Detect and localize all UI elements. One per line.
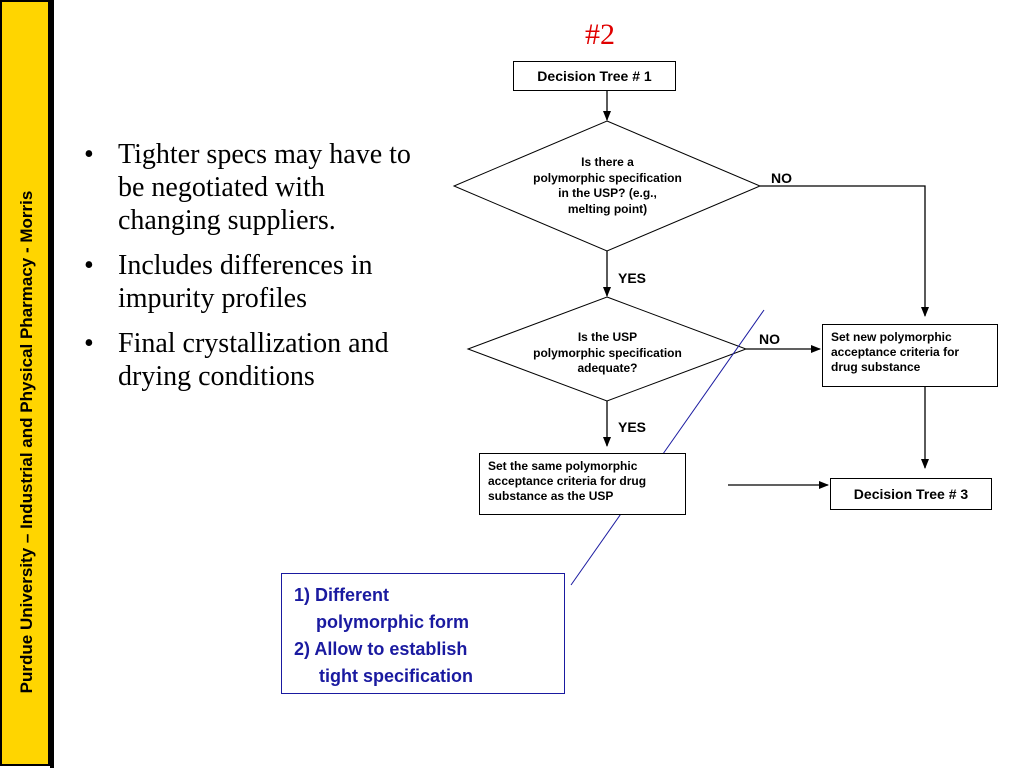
arrow-decision1-no xyxy=(760,185,929,317)
decision2-text: Is the USP polymorphic specification ade… xyxy=(505,330,710,377)
bullet-list: • Tighter specs may have to be negotiated… xyxy=(78,138,428,405)
start-box: Decision Tree # 1 xyxy=(513,61,676,91)
bullet-item: • Final crystallization and drying condit… xyxy=(78,327,428,393)
decision2-line: adequate? xyxy=(577,361,638,375)
decision1-line: polymorphic specification xyxy=(533,170,682,185)
bullet-dot: • xyxy=(84,139,94,170)
start-label: Decision Tree # 1 xyxy=(537,68,652,84)
note-line: 1) Different xyxy=(294,585,390,605)
no-label-2: NO xyxy=(759,331,780,347)
yes-label-1: YES xyxy=(618,270,647,286)
bullet-item: • Includes differences in impurity profil… xyxy=(78,249,428,315)
sidebar-band: Purdue University – Industrial and Physi… xyxy=(0,0,50,766)
callout-line xyxy=(570,309,765,586)
yes-label-2: YES xyxy=(618,419,647,435)
sidebar-rule xyxy=(50,0,54,768)
decision1-line: in the USP? (e.g., xyxy=(558,186,657,200)
set-new-label: Set new polymorphic acceptance criteria … xyxy=(831,330,960,374)
bullet-text: Tighter specs may have to be negotiated … xyxy=(118,139,411,236)
decision2-line: Is the USP xyxy=(577,330,638,344)
end-label: Decision Tree # 3 xyxy=(853,486,969,502)
set-same-label: Set the same polymorphic acceptance crit… xyxy=(488,459,647,503)
bullet-text: Includes differences in impurity profile… xyxy=(118,250,373,314)
decision1-line: Is there a xyxy=(581,155,634,169)
set-same-box: Set the same polymorphic acceptance crit… xyxy=(479,453,686,515)
note-line: polymorphic form xyxy=(316,612,470,632)
bullet-dot: • xyxy=(84,328,94,359)
decision2-line: polymorphic specification xyxy=(533,345,682,360)
bullet-item: • Tighter specs may have to be negotiated… xyxy=(78,138,428,237)
no-label-1: NO xyxy=(771,170,792,186)
note-line: tight specification xyxy=(319,666,474,686)
bullet-dot: • xyxy=(84,250,94,281)
end-box: Decision Tree # 3 xyxy=(830,478,992,510)
bullet-text: Final crystallization and drying conditi… xyxy=(118,328,389,392)
set-new-box: Set new polymorphic acceptance criteria … xyxy=(822,324,998,387)
note-box: 1) Different polymorphic form 2) Allow t… xyxy=(281,573,565,694)
decision1-line: melting point) xyxy=(567,201,648,216)
note-line: 2) Allow to establish xyxy=(294,639,468,659)
slide-title: #2 xyxy=(585,18,615,51)
decision1-text: Is there a polymorphic specification in … xyxy=(505,155,710,217)
